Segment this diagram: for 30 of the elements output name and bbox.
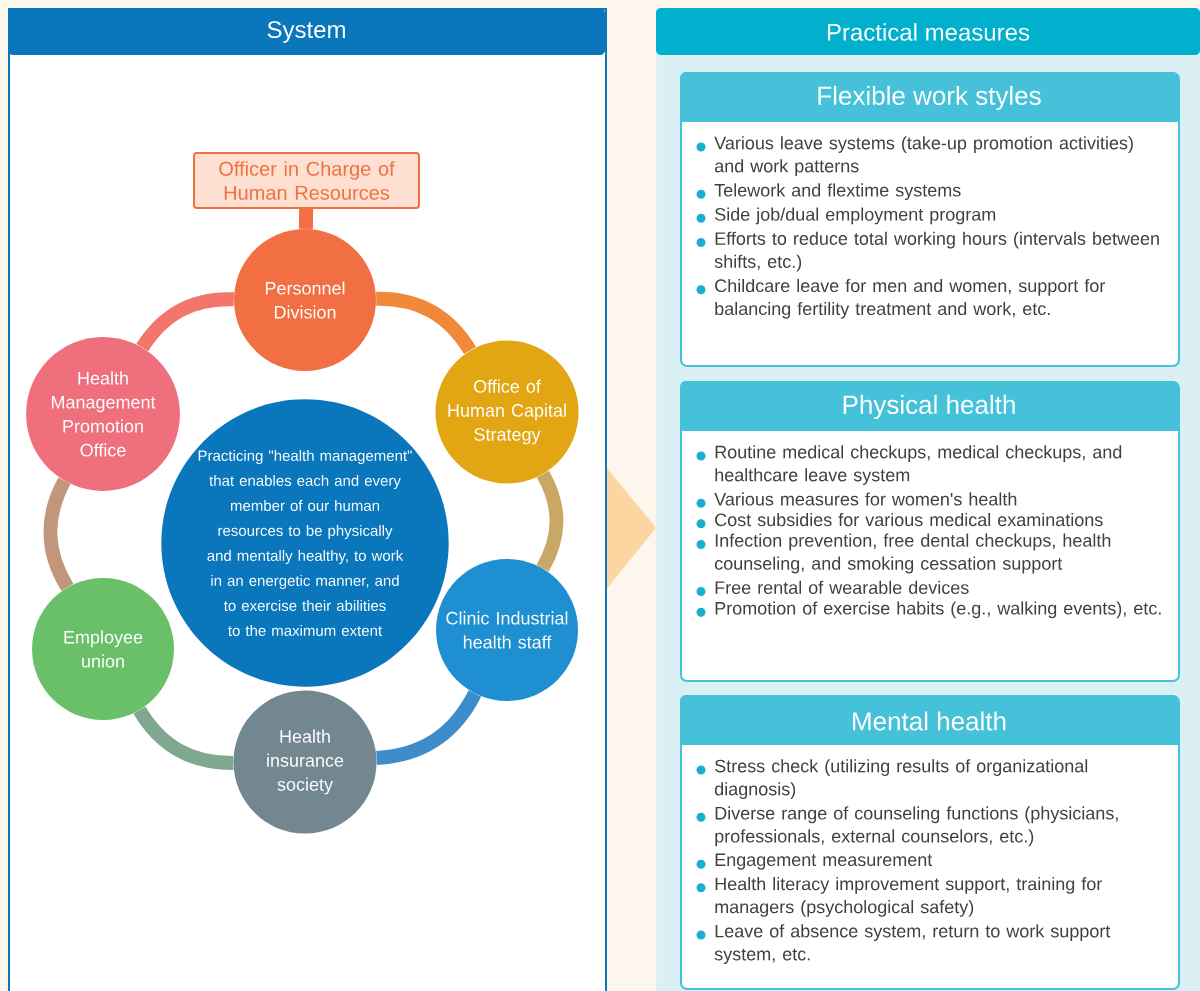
- bullet-item: Diverse range of counseling functions (physicians, professionals, external counselors, etc.): [696, 806, 1118, 847]
- bullet-item: Leave of absence system, return to work support system, etc.: [696, 924, 1111, 964]
- bullet-item: Telework and flextime systems: [696, 183, 961, 201]
- bullet-item: Efforts to reduce total working hours (intervals between shifts, etc.): [696, 231, 1159, 272]
- bullet-item: Childcare leave for men and women, support for balancing fertility treatment and work, etc.: [696, 278, 1105, 319]
- ring-connector: [133, 706, 234, 770]
- bullet-item: Stress check (utilizing results of organizational diagnosis): [696, 759, 1088, 799]
- bullet-item: Side job/dual employment program: [696, 207, 996, 225]
- ring-connector: [136, 292, 234, 352]
- panel-header: System: [8, 8, 605, 55]
- panel-header: Practical measures: [656, 8, 1200, 55]
- bullet-item: Free rental of wearable devices: [696, 580, 969, 597]
- bullet-item: Promotion of exercise habits (e.g., walking events), etc.: [696, 601, 1161, 619]
- bullet-item: Various measures for women's health: [696, 492, 1017, 508]
- ring-connector: [375, 690, 481, 765]
- connector-line: [298, 208, 314, 229]
- chevron-arrow: [607, 468, 656, 589]
- ring-connector: [376, 291, 476, 355]
- card-header: Flexible work styles: [680, 72, 1178, 122]
- ring-connector: [43, 477, 74, 591]
- bullet-item: Health literacy improvement support, training for managers (psychological safety): [696, 877, 1102, 917]
- bullet-item: Various leave systems (take-up promotion activities) and work patterns: [696, 136, 1133, 176]
- bullet-item: Cost subsidies for various medical examinations: [696, 513, 1103, 529]
- bullet-item: Engagement measurement: [696, 853, 933, 870]
- role-box: Officer in Charge of Human Resources: [193, 152, 420, 209]
- card-header: Physical health: [680, 381, 1178, 431]
- bullet-item: Routine medical checkups, medical checkups, and healthcare leave system: [696, 445, 1122, 485]
- bullet-item: Infection prevention, free dental checkups, health counseling, and smoking cessation support: [696, 533, 1111, 574]
- card-header: Mental health: [680, 695, 1178, 745]
- ring-connector: [536, 470, 564, 572]
